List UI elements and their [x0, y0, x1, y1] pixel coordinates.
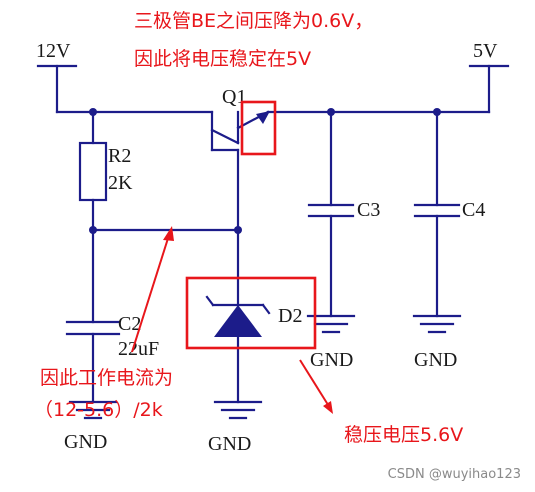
- vin-power-symbol: [36, 64, 78, 114]
- junction-dot: [89, 226, 97, 234]
- current-arrowhead: [163, 226, 174, 241]
- vout-power-symbol: [468, 64, 510, 114]
- c4-label: C4: [462, 199, 485, 221]
- gnd-label-d2: GND: [208, 433, 251, 455]
- capacitor-c3: [307, 110, 355, 318]
- current-arrow: [131, 231, 171, 353]
- vin-label: 12V: [36, 40, 71, 62]
- q1-label: Q1: [222, 86, 246, 108]
- gnd-label-c4: GND: [414, 349, 457, 371]
- ground-symbol-d2: [213, 400, 263, 420]
- ground-symbol-c4: [412, 314, 462, 334]
- vbe-highlight-box: [240, 100, 277, 156]
- vout-label: 5V: [473, 40, 498, 62]
- c2-name-label: C2: [118, 313, 141, 335]
- zener-highlight-box: [185, 276, 317, 350]
- r2-value-label: 2K: [108, 172, 133, 194]
- gnd-label-c3: GND: [310, 349, 353, 371]
- zener-voltage-annotation: 稳压电压5.6V: [344, 424, 463, 446]
- gnd-label-c2: GND: [64, 431, 107, 453]
- capacitor-c4: [413, 110, 461, 318]
- ground-symbol-c2: [68, 400, 118, 420]
- transistor-q1: [210, 110, 270, 230]
- zener-diode-d2: [205, 228, 271, 404]
- zener-arrow: [299, 359, 331, 409]
- c2-value-label: 22uF: [118, 338, 159, 360]
- r2-name-label: R2: [108, 145, 131, 167]
- c3-label: C3: [357, 199, 380, 221]
- current-annotation-line1: 因此工作电流为: [40, 367, 173, 389]
- vbe-annotation-line2: 因此将电压稳定在5V: [134, 48, 311, 70]
- zener-arrowhead: [323, 401, 333, 414]
- current-annotation-line2: （12-5.6）/2k: [34, 399, 163, 421]
- vbe-annotation-line1: 三极管BE之间压降为0.6V，: [134, 10, 373, 32]
- capacitor-c2: [65, 320, 121, 404]
- csdn-watermark: CSDN @wuyihao123: [388, 467, 521, 482]
- resistor-r2: [78, 141, 108, 202]
- d2-label: D2: [278, 305, 302, 327]
